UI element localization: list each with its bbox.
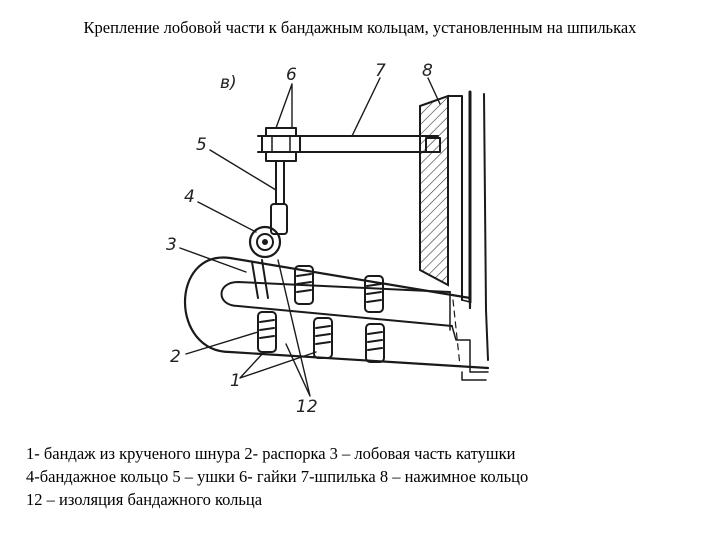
spacer: [251, 259, 269, 299]
view-label: в): [220, 73, 237, 93]
technical-drawing: в): [166, 61, 490, 417]
callout-7: 7: [375, 61, 386, 81]
lug: [270, 160, 288, 235]
callout-4: 4: [184, 187, 195, 207]
stud: [257, 135, 441, 153]
nuts: [261, 127, 301, 162]
caption-line-2: 4-бандажное кольцо 5 – ушки 6- гайки 7-ш…: [26, 467, 529, 486]
coil-end: [184, 256, 490, 381]
leader-lines: [179, 77, 441, 397]
pressure-ring: [419, 90, 489, 361]
cord-bandages: [257, 265, 385, 363]
callout-2: 2: [170, 347, 181, 367]
callout-3: 3: [166, 235, 177, 255]
banding-ring: [248, 225, 282, 259]
callout-6: 6: [286, 65, 297, 85]
caption-line-1: 1- бандаж из крученого шнура 2- распорка…: [26, 444, 516, 463]
caption-line-3: 12 – изоляция бандажного кольца: [26, 490, 263, 509]
callout-8: 8: [422, 61, 433, 81]
figure-caption: 1- бандаж из крученого шнура 2- распорка…: [26, 442, 706, 511]
callout-12: 12: [296, 397, 318, 417]
page-title: Крепление лобовой части к бандажным коль…: [83, 18, 637, 37]
callout-5: 5: [196, 135, 207, 155]
callout-1: 1: [230, 371, 241, 391]
